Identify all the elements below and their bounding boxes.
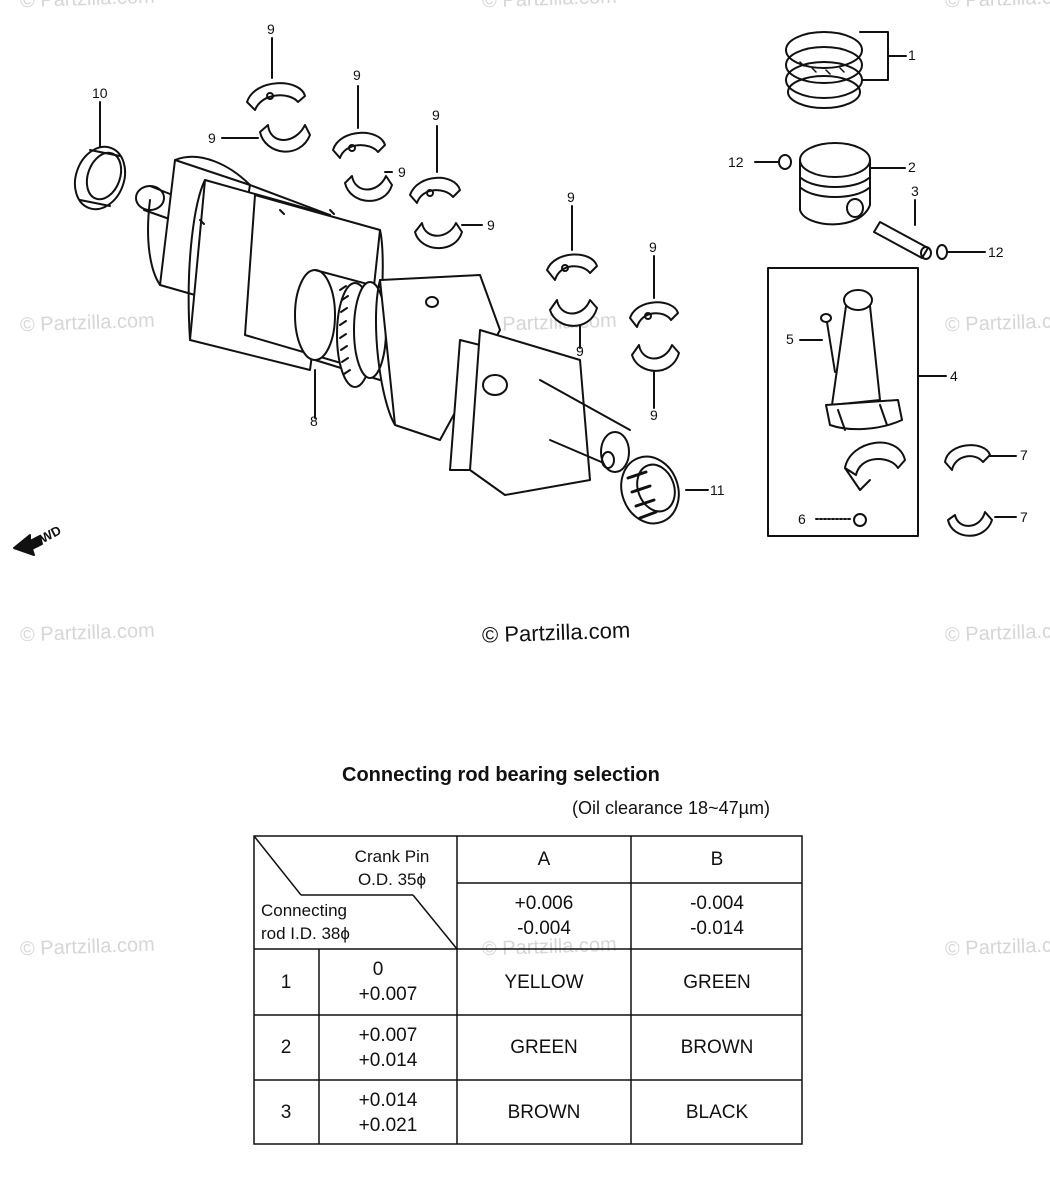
main-bearing-pair-1 [246, 82, 311, 153]
header-crank-pin: Crank Pin O.D. 35ϕ [337, 843, 447, 893]
row1-col-b: GREEN [683, 971, 751, 993]
header-col-b: B [710, 848, 724, 870]
crankshaft [135, 155, 631, 496]
main-bearing-pair-2 [332, 131, 393, 202]
header-crank-pin-line2: O.D. 35ϕ [357, 870, 427, 889]
col-a-tolerance: +0.006 -0.004 [457, 883, 631, 949]
fwd-label: FWD [30, 523, 63, 550]
callout-3: 3 [911, 183, 919, 199]
callout-9-h: 9 [576, 343, 584, 359]
col-b-tol2: -0.014 [690, 918, 744, 939]
header-col-a: A [537, 848, 551, 870]
row3-tol1: +0.014 [358, 1089, 418, 1111]
callout-9-g: 9 [567, 189, 575, 205]
rod-bearing-lower [947, 511, 1017, 537]
table-subtitle: (Oil clearance 18~47µm) [572, 798, 770, 818]
row1-tol1: 0 [372, 959, 384, 980]
rod-bolt [799, 313, 836, 373]
row3-tol2: +0.021 [358, 1114, 418, 1136]
col-b-tol1: -0.004 [690, 893, 744, 914]
callout-1: 1 [908, 47, 916, 63]
piston-pin-clip-left [778, 154, 792, 170]
main-bearing-pair-3 [409, 176, 463, 250]
callout-12-left: 12 [728, 154, 744, 170]
row3-col-a: BROWN [507, 1102, 581, 1123]
callout-9-a: 9 [267, 21, 275, 37]
forward-arrow-icon [13, 534, 43, 556]
main-bearing-pair-4 [546, 253, 598, 327]
row1-num: 1 [280, 971, 292, 993]
callout-8: 8 [310, 413, 318, 429]
col-a-tol1: +0.006 [514, 893, 574, 914]
row3-num: 3 [280, 1102, 292, 1123]
callout-9-e: 9 [432, 107, 440, 123]
header-connecting-rod: Connecting rod I.D. 38ϕ [261, 897, 371, 947]
bearing-selection-table: Crank Pin O.D. 35ϕ Connecting rod I.D. 3… [253, 835, 803, 1145]
callout-4: 4 [950, 368, 958, 384]
callout-11: 11 [710, 482, 725, 498]
rod-bearing-upper [944, 444, 1017, 471]
header-crank-pin-line1: Crank Pin [354, 847, 430, 866]
piston-pin [873, 199, 932, 260]
header-rod-line1: Connecting [261, 901, 348, 920]
row3-col-b: BLACK [685, 1102, 749, 1123]
row1-tolerance: 0 +0.007 [319, 949, 457, 1015]
row1-col-a: YELLOW [504, 971, 584, 993]
row3-tolerance: +0.014 +0.021 [319, 1080, 457, 1145]
callout-9-j: 9 [650, 407, 658, 423]
rod-cap [844, 441, 906, 491]
row2-tol2: +0.014 [358, 1049, 418, 1071]
exploded-parts-diagram: 1 2 3 12 12 4 5 6 7 7 8 10 11 9 9 9 9 9 … [13, 21, 1028, 556]
rod-nut [815, 513, 867, 527]
connecting-rod [825, 289, 903, 431]
callout-5: 5 [786, 331, 794, 347]
piston [799, 142, 906, 226]
cam-drive-gear [336, 281, 387, 388]
callout-9-c: 9 [353, 67, 361, 83]
row1-tol2: +0.007 [358, 984, 418, 1005]
callout-7-upper: 7 [1020, 447, 1028, 463]
row2-num: 2 [280, 1037, 292, 1058]
main-bearing-pair-5 [629, 301, 680, 372]
callout-9-d: 9 [398, 164, 406, 180]
row2-tolerance: +0.007 +0.014 [319, 1015, 457, 1080]
copyright-notice: © Partzilla.com [481, 617, 631, 648]
callout-6: 6 [798, 511, 806, 527]
col-a-tol2: -0.004 [517, 918, 571, 939]
callout-7-lower: 7 [1020, 509, 1028, 525]
oil-seal-10 [73, 145, 127, 211]
callout-9-f: 9 [487, 217, 495, 233]
table-title: Connecting rod bearing selection [342, 764, 660, 786]
table-grid [253, 835, 803, 1145]
oil-seal-11 [620, 455, 680, 525]
header-rod-line2: rod I.D. 38ϕ [261, 924, 350, 943]
callout-12-right: 12 [988, 244, 1004, 260]
watermark-bottom-right: © Partzilla.com [944, 933, 1050, 961]
callout-9-i: 9 [649, 239, 657, 255]
watermark-bottom-left: © Partzilla.com [19, 933, 156, 961]
piston-ring-set [785, 31, 907, 109]
connecting-rod-assembly-box [767, 267, 919, 537]
row2-col-b: BROWN [680, 1037, 754, 1058]
callout-2: 2 [908, 159, 916, 175]
col-b-tolerance: -0.004 -0.014 [631, 883, 803, 949]
callout-9-b: 9 [208, 130, 216, 146]
callout-10: 10 [92, 85, 108, 101]
row2-tol1: +0.007 [358, 1024, 418, 1046]
piston-pin-clip-right [936, 244, 948, 260]
row2-col-a: GREEN [510, 1037, 578, 1058]
